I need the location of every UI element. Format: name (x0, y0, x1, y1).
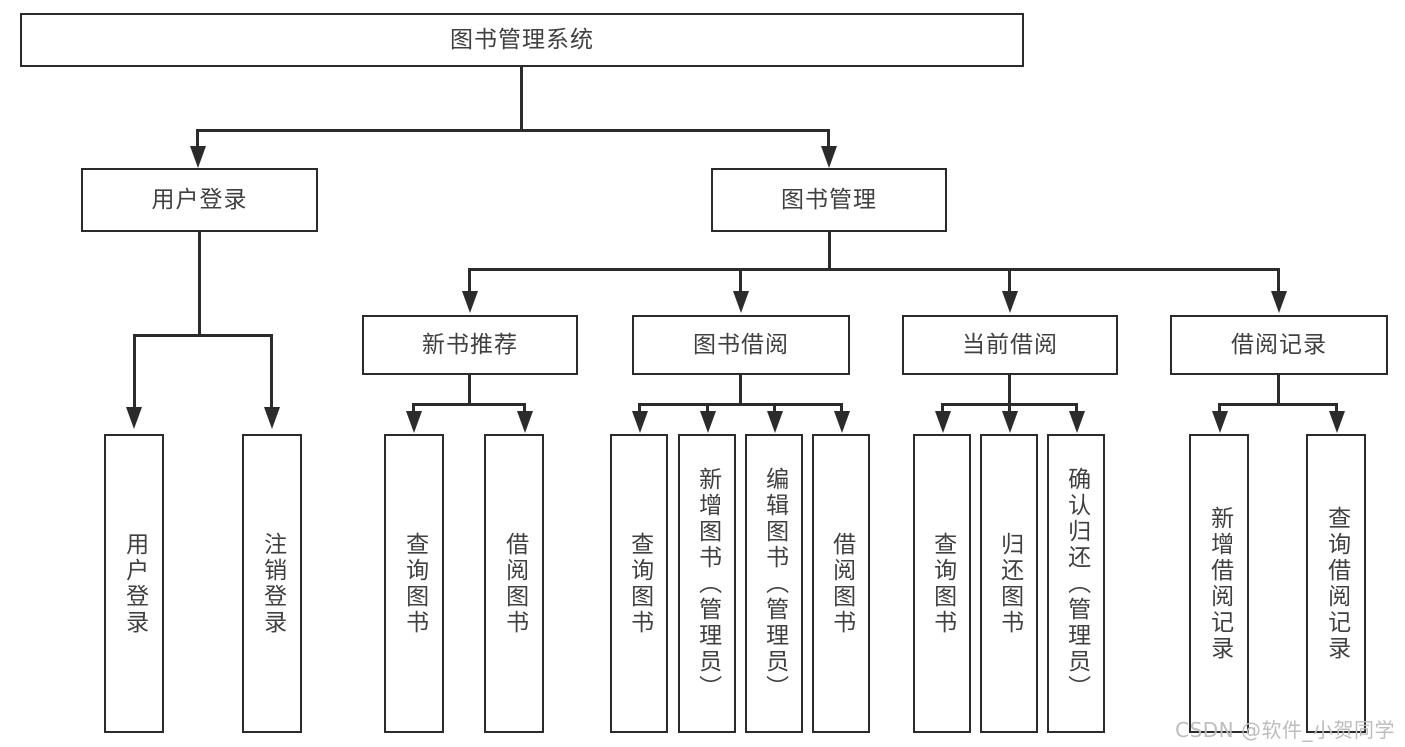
leaf-user-login-label: 用户登录 (121, 531, 148, 636)
node-book-borrow[interactable]: 图书借阅 (632, 315, 850, 375)
leaf-cb-confirm-return[interactable]: 确认归还（管理员） (1047, 434, 1105, 733)
connector-bm-drop-3 (1008, 268, 1011, 295)
connector-nbr-drop-1 (412, 403, 415, 415)
connector-book-manage-bus (468, 268, 1280, 271)
leaf-bb-edit-book[interactable]: 编辑图书（管理员） (745, 434, 803, 733)
arrow-to-leaf-cb-confirm (1069, 411, 1085, 433)
arrow-to-current-borrow (1002, 291, 1018, 313)
connector-bb-drop-2 (706, 403, 709, 415)
connector-user-login-stem (198, 232, 201, 336)
arrow-to-leaf-nbr-borrow (517, 411, 533, 433)
node-borrow-record-label: 借阅记录 (1231, 331, 1327, 358)
arrow-to-book-borrow (733, 291, 749, 313)
connector-user-login-drop-1 (133, 334, 136, 412)
connector-br-bus (1218, 403, 1338, 406)
leaf-bb-query-book[interactable]: 查询图书 (610, 434, 668, 733)
connector-nbr-drop-2 (523, 403, 526, 415)
leaf-bb-borrow-book-label: 借阅图书 (828, 531, 855, 636)
arrow-to-user-login (190, 146, 206, 168)
connector-root-drop-right (827, 129, 830, 151)
arrow-to-leaf-br-query (1329, 411, 1345, 433)
node-new-book-recommend-label: 新书推荐 (422, 331, 518, 358)
node-book-borrow-label: 图书借阅 (693, 331, 789, 358)
arrow-to-leaf-user-login (126, 407, 142, 429)
leaf-cb-query-book[interactable]: 查询图书 (913, 434, 971, 733)
node-book-manage-label: 图书管理 (781, 186, 877, 213)
connector-root-stem (520, 67, 523, 131)
connector-bb-drop-4 (840, 403, 843, 415)
connector-bb-drop-3 (773, 403, 776, 415)
connector-cb-drop-3 (1075, 403, 1078, 415)
arrow-to-leaf-cb-return (1002, 411, 1018, 433)
leaf-br-add-record[interactable]: 新增借阅记录 (1189, 434, 1249, 733)
leaf-bb-borrow-book[interactable]: 借阅图书 (812, 434, 870, 733)
arrow-to-leaf-bb-add (700, 411, 716, 433)
leaf-br-query-record-label: 查询借阅记录 (1323, 505, 1350, 662)
connector-bb-stem (739, 375, 742, 405)
connector-br-drop-1 (1218, 403, 1221, 415)
connector-root-bus (196, 129, 830, 132)
arrow-to-leaf-br-add (1212, 411, 1228, 433)
connector-nbr-stem (468, 375, 471, 405)
connector-cb-stem (1008, 375, 1011, 405)
connector-nbr-bus (412, 403, 526, 406)
connector-bm-drop-2 (739, 268, 742, 295)
connector-cb-drop-2 (1008, 403, 1011, 415)
connector-root-drop-left (196, 129, 199, 151)
arrow-to-leaf-cb-query (935, 411, 951, 433)
connector-br-drop-2 (1335, 403, 1338, 415)
leaf-bb-add-book-label: 新增图书（管理员） (694, 466, 721, 701)
leaf-cb-query-book-label: 查询图书 (929, 531, 956, 636)
connector-cb-drop-1 (941, 403, 944, 415)
arrow-to-leaf-bb-borrow (834, 411, 850, 433)
leaf-nbr-borrow-book[interactable]: 借阅图书 (484, 434, 544, 733)
node-new-book-recommend[interactable]: 新书推荐 (362, 315, 578, 375)
arrow-to-leaf-bb-edit (767, 411, 783, 433)
leaf-nbr-query-book-label: 查询图书 (401, 531, 428, 636)
node-user-login[interactable]: 用户登录 (81, 168, 318, 232)
arrow-to-borrow-record (1271, 291, 1287, 313)
node-user-login-label: 用户登录 (151, 186, 248, 213)
node-root[interactable]: 图书管理系统 (20, 13, 1024, 67)
node-root-label: 图书管理系统 (450, 26, 594, 53)
leaf-cb-return-book-label: 归还图书 (996, 531, 1023, 636)
arrow-to-leaf-bb-query (632, 411, 648, 433)
leaf-bb-add-book[interactable]: 新增图书（管理员） (678, 434, 736, 733)
leaf-br-query-record[interactable]: 查询借阅记录 (1306, 434, 1366, 733)
leaf-nbr-borrow-book-label: 借阅图书 (501, 531, 528, 636)
arrow-to-leaf-nbr-query (406, 411, 422, 433)
leaf-user-login[interactable]: 用户登录 (104, 434, 164, 733)
leaf-logout-label: 注销登录 (259, 531, 286, 636)
connector-user-login-drop-2 (270, 334, 273, 412)
connector-bb-bus (638, 403, 842, 406)
leaf-bb-edit-book-label: 编辑图书（管理员） (761, 466, 788, 701)
arrow-to-leaf-logout (264, 407, 280, 429)
connector-bb-drop-1 (638, 403, 641, 415)
connector-book-manage-stem (828, 232, 831, 270)
leaf-nbr-query-book[interactable]: 查询图书 (384, 434, 444, 733)
connector-bm-drop-4 (1277, 268, 1280, 295)
node-current-borrow[interactable]: 当前借阅 (902, 315, 1118, 375)
connector-br-stem (1277, 375, 1280, 405)
connector-bm-drop-1 (468, 268, 471, 295)
leaf-cb-confirm-return-label: 确认归还（管理员） (1063, 466, 1090, 701)
arrow-to-new-book (462, 291, 478, 313)
leaf-logout[interactable]: 注销登录 (242, 434, 302, 733)
leaf-br-add-record-label: 新增借阅记录 (1206, 505, 1233, 662)
node-book-manage[interactable]: 图书管理 (711, 168, 947, 232)
leaf-cb-return-book[interactable]: 归还图书 (980, 434, 1038, 733)
node-current-borrow-label: 当前借阅 (962, 331, 1058, 358)
node-borrow-record[interactable]: 借阅记录 (1170, 315, 1388, 375)
leaf-bb-query-book-label: 查询图书 (626, 531, 653, 636)
watermark: CSDN @软件_小贺同学 (1175, 718, 1395, 742)
arrow-to-book-manage (821, 146, 837, 168)
connector-user-login-bus (133, 334, 273, 337)
